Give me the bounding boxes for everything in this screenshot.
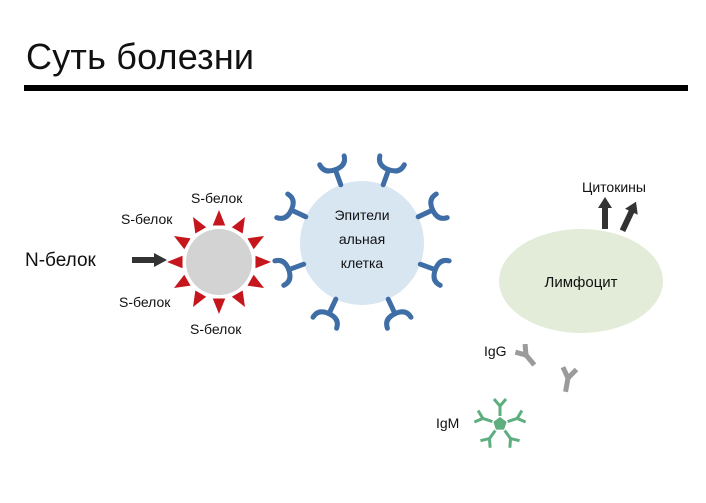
- lymphocyte-label: Лимфоцит: [544, 274, 617, 291]
- igm-arm: [473, 409, 493, 424]
- igg-antibody-1: [514, 343, 537, 367]
- virus-spike: [255, 255, 271, 269]
- n-protein-label: N-белок: [25, 250, 97, 271]
- n-protein-arrow: [132, 253, 167, 267]
- title-underline: [24, 85, 688, 91]
- virus-spike: [247, 274, 265, 288]
- igm-arm: [492, 398, 508, 416]
- virus-spike: [193, 290, 207, 308]
- receptor: [272, 257, 307, 288]
- cytokine-arrow-right: [619, 201, 638, 233]
- s-protein-label-top: S-белок: [191, 190, 243, 206]
- virus-spike: [173, 274, 191, 288]
- virus-spike: [212, 298, 226, 314]
- virus-spike: [167, 255, 183, 269]
- virus-body: [186, 229, 252, 295]
- igm-label: IgM: [436, 415, 459, 431]
- lymphocyte: Лимфоцит: [499, 229, 663, 333]
- virus-spike: [231, 290, 245, 308]
- s-protein-label-upper-left: S-белок: [121, 211, 173, 227]
- cytokines-label: Цитокины: [582, 179, 646, 195]
- receptor: [415, 191, 450, 221]
- virus-spike: [212, 210, 226, 226]
- epithelial-cell-body: [300, 181, 424, 305]
- epithelial-label-line-3: клетка: [341, 255, 384, 271]
- virus-spike: [231, 216, 245, 234]
- igg-antibody-2: [560, 366, 579, 393]
- slide-title: Суть болезни: [26, 36, 255, 77]
- receptor: [376, 153, 407, 188]
- receptor: [310, 296, 340, 331]
- lymphocyte-body: [499, 229, 663, 333]
- epithelial-cell: Эпители альная клетка: [272, 153, 452, 331]
- igm-arm: [503, 429, 520, 448]
- cell-receptors: [272, 153, 452, 331]
- virus-particle: [167, 210, 271, 314]
- virus-spike: [193, 216, 207, 234]
- igm-arm: [507, 409, 527, 424]
- s-protein-label-bottom: S-белок: [190, 321, 242, 337]
- epithelial-label-line-1: Эпители: [334, 207, 389, 223]
- igm-antibody: [473, 398, 527, 448]
- receptor: [417, 257, 452, 288]
- s-protein-label-lower-left: S-белок: [119, 294, 171, 310]
- virus-spike: [247, 236, 265, 250]
- igm-core: [493, 417, 507, 430]
- cytokine-arrow-left: [598, 197, 612, 229]
- receptor: [317, 153, 348, 188]
- receptor: [384, 296, 414, 331]
- igm-arm: [480, 429, 497, 448]
- virus-spike: [173, 236, 191, 250]
- igg-label: IgG: [484, 343, 507, 359]
- receptor: [274, 191, 309, 221]
- virus-spikes: [167, 210, 271, 314]
- epithelial-label-line-2: альная: [339, 231, 385, 247]
